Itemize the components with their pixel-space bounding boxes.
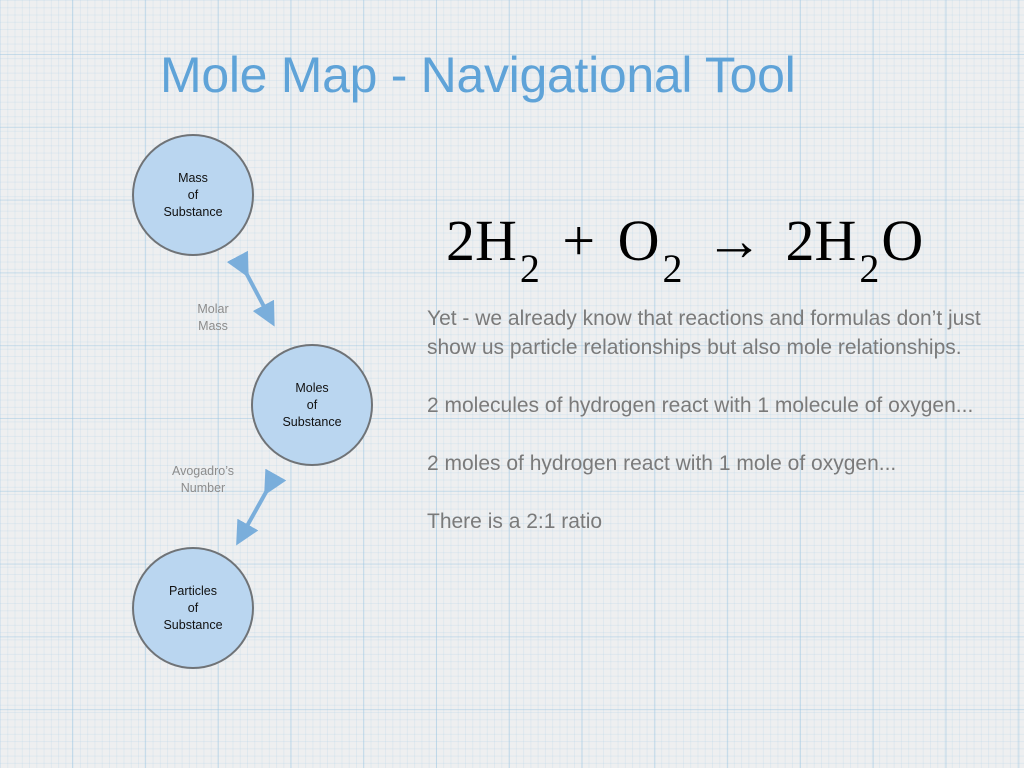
- body-text: Yet - we already know that reactions and…: [427, 304, 987, 565]
- edge-label-line: Number: [180, 481, 226, 495]
- reaction-arrow-icon: →: [705, 208, 763, 273]
- edge-label-molar-mass: Molar Mass: [183, 301, 243, 335]
- equation-plus: +: [562, 208, 596, 273]
- paragraph: There is a 2:1 ratio: [427, 510, 603, 533]
- edge-label-line: Avogadro’s: [171, 464, 235, 478]
- node-moles-of-substance: Moles of Substance: [251, 344, 373, 466]
- node-label-line: Substance: [282, 414, 342, 429]
- double-arrow-icon: [236, 468, 287, 546]
- node-label-line: of: [187, 600, 199, 615]
- equation-subscript: 2: [662, 246, 683, 291]
- slide-title: Mole Map - Navigational Tool: [160, 47, 796, 103]
- edge-label-line: Mass: [198, 319, 228, 333]
- equation-term: O: [617, 208, 660, 273]
- equation-subscript: 2: [519, 246, 540, 291]
- edge-label-avogadros-number: Avogadro’s Number: [163, 463, 243, 497]
- node-label-line: of: [187, 187, 199, 202]
- node-label-line: Moles: [295, 380, 329, 395]
- node-label-line: Substance: [163, 617, 223, 632]
- node-label-line: of: [306, 397, 318, 412]
- double-arrow-icon: [226, 250, 275, 327]
- equation-term: O: [881, 208, 924, 273]
- chemical-equation: 2H2 + O2 → 2H2O: [446, 206, 924, 291]
- equation-term: 2H: [785, 208, 857, 273]
- paragraph: Yet - we already know that reactions and…: [427, 307, 981, 359]
- paragraph: 2 moles of hydrogen react with 1 mole of…: [427, 452, 897, 475]
- edge-label-line: Molar: [197, 302, 229, 316]
- equation-term: 2H: [446, 208, 517, 273]
- paragraph: 2 molecules of hydrogen react with 1 mol…: [427, 394, 974, 417]
- node-label-line: Particles: [169, 583, 217, 598]
- node-label-line: Mass: [178, 170, 208, 185]
- node-particles-of-substance: Particles of Substance: [132, 547, 254, 669]
- node-label-line: Substance: [163, 204, 223, 219]
- equation-subscript: 2: [859, 246, 880, 291]
- node-mass-of-substance: Mass of Substance: [132, 134, 254, 256]
